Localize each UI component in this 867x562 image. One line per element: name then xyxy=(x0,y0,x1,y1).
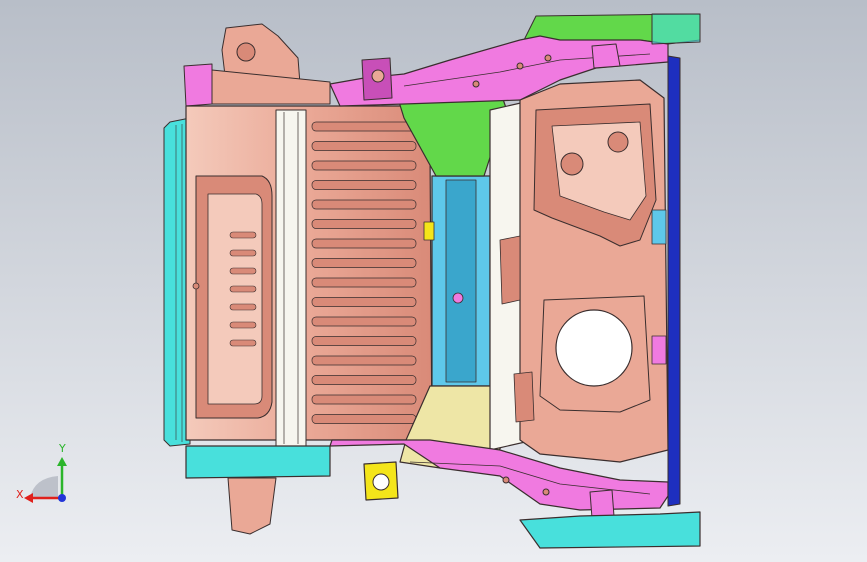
front-pan-hole xyxy=(555,309,633,387)
lower-side-rail[interactable] xyxy=(329,439,669,519)
floor-assembly-model[interactable] xyxy=(163,13,701,549)
top-left-bracket xyxy=(183,63,213,107)
upper-side-rail[interactable] xyxy=(329,35,669,107)
well-slots xyxy=(229,231,257,347)
y-axis-label: Y xyxy=(59,442,66,455)
well-slot xyxy=(229,321,257,329)
floor-rib xyxy=(311,277,417,288)
floor-rib xyxy=(311,238,417,249)
floor-rib xyxy=(311,336,417,346)
x-axis-label: X xyxy=(16,488,24,501)
bottom-mounting-tab xyxy=(227,477,277,535)
floor-rib xyxy=(311,355,417,366)
floor-rib xyxy=(311,414,417,424)
y-axis-arrowhead-icon xyxy=(57,457,67,466)
floor-rib xyxy=(311,180,417,190)
floor-rib xyxy=(311,199,417,210)
tunnel-yellow-clip xyxy=(423,221,435,241)
floor-rib xyxy=(311,219,417,229)
floor-ribs xyxy=(311,121,417,424)
floor-rib xyxy=(311,316,417,327)
z-axis-indicator xyxy=(58,494,66,502)
top-mounting-tab xyxy=(221,23,301,85)
coordinate-triad xyxy=(24,457,67,503)
floor-rib xyxy=(311,297,417,307)
floor-rib xyxy=(311,160,417,171)
front-floor-pan[interactable] xyxy=(489,79,669,463)
floor-rib xyxy=(311,258,417,268)
xy-plane-indicator xyxy=(30,476,58,498)
floor-rib xyxy=(311,375,417,385)
yellow-lower-mount[interactable] xyxy=(363,461,399,501)
floor-rib xyxy=(311,121,417,132)
floor-rib xyxy=(311,394,417,405)
rear-floor-pan[interactable] xyxy=(185,105,433,447)
well-slot xyxy=(229,231,257,239)
well-slot xyxy=(229,285,257,293)
lower-outer-sill[interactable] xyxy=(185,445,331,479)
center-tunnel[interactable] xyxy=(423,175,491,387)
well-slot xyxy=(229,339,257,347)
right-edge-flange[interactable] xyxy=(667,55,681,507)
seat-rail-channel xyxy=(275,109,307,447)
well-slot xyxy=(229,303,257,311)
floor-rib xyxy=(311,141,417,151)
well-slot xyxy=(229,267,257,275)
well-slot xyxy=(229,249,257,257)
x-axis-arrowhead-icon xyxy=(24,493,33,503)
